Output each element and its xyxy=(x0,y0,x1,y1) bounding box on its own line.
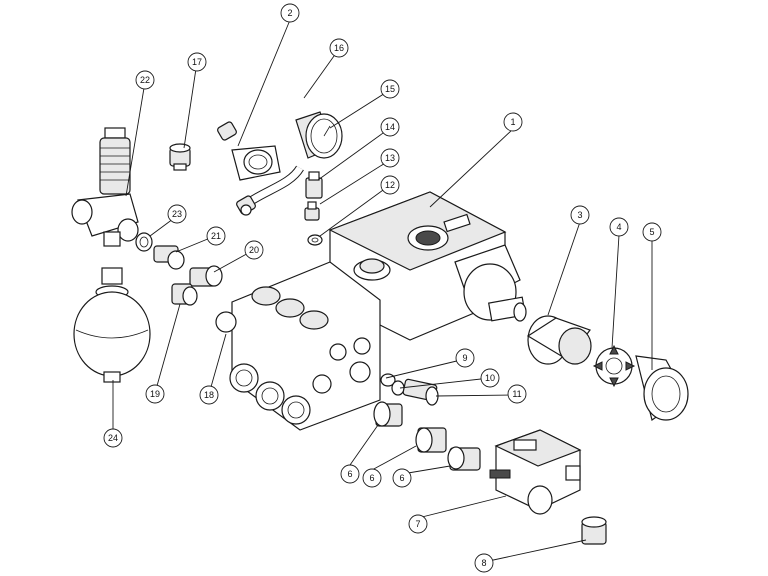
fitting-part-6a xyxy=(373,401,403,427)
svg-text:18: 18 xyxy=(204,390,214,400)
callout-3: 3 xyxy=(570,205,590,225)
fitting-part-6b xyxy=(415,427,447,453)
callout-5: 5 xyxy=(642,222,662,242)
fitting-part-21 xyxy=(153,245,185,270)
svg-text:6: 6 xyxy=(347,469,352,479)
svg-text:8: 8 xyxy=(481,558,486,568)
callout-17: 17 xyxy=(187,52,207,72)
svg-text:3: 3 xyxy=(577,210,582,220)
callouts: 1 2 3 4 5 6 6 6 7 8 9 10 11 12 13 14 15 … xyxy=(103,3,662,573)
svg-text:6: 6 xyxy=(369,473,374,483)
callout-18: 18 xyxy=(199,385,219,405)
callout-15: 15 xyxy=(380,79,400,99)
callout-13: 13 xyxy=(380,148,400,168)
callout-24: 24 xyxy=(103,428,123,448)
hose-part xyxy=(217,95,329,216)
svg-text:24: 24 xyxy=(108,433,118,443)
pump-manifold-part xyxy=(215,261,381,431)
coupling-hub-part-5 xyxy=(635,355,689,421)
callout-2: 2 xyxy=(280,3,300,23)
callout-4: 4 xyxy=(609,217,629,237)
callout-11: 11 xyxy=(507,384,527,404)
fitting-part-8 xyxy=(581,516,607,545)
svg-text:19: 19 xyxy=(150,389,160,399)
svg-text:23: 23 xyxy=(172,209,182,219)
callout-22: 22 xyxy=(135,70,155,90)
svg-text:6: 6 xyxy=(399,473,404,483)
callout-20: 20 xyxy=(244,240,264,260)
fitting-part-14 xyxy=(305,171,323,199)
coupling-part-3 xyxy=(526,315,592,365)
svg-text:2: 2 xyxy=(287,8,292,18)
unloader-valve-part xyxy=(71,127,139,247)
callout-23: 23 xyxy=(167,204,187,224)
callout-19: 19 xyxy=(145,384,165,404)
o-ring-part-23 xyxy=(135,232,153,252)
callout-7: 7 xyxy=(408,514,428,534)
svg-text:1: 1 xyxy=(510,117,515,127)
fitting-part-6c xyxy=(447,446,481,471)
fitting-part-20 xyxy=(189,265,223,287)
mounting-bracket-part xyxy=(231,145,281,181)
svg-text:14: 14 xyxy=(385,122,395,132)
callout-6b: 6 xyxy=(362,468,382,488)
fitting-part-13 xyxy=(304,201,320,221)
svg-text:20: 20 xyxy=(249,245,259,255)
callout-16: 16 xyxy=(329,38,349,58)
callout-6a: 6 xyxy=(340,464,360,484)
svg-text:17: 17 xyxy=(192,57,202,67)
svg-text:4: 4 xyxy=(616,222,621,232)
svg-text:13: 13 xyxy=(385,153,395,163)
svg-text:16: 16 xyxy=(334,43,344,53)
accumulator-part xyxy=(73,267,151,383)
callout-6c: 6 xyxy=(392,468,412,488)
callout-9: 9 xyxy=(455,348,475,368)
callout-12: 12 xyxy=(380,175,400,195)
callout-14: 14 xyxy=(380,117,400,137)
callout-8: 8 xyxy=(474,553,494,573)
svg-text:9: 9 xyxy=(462,353,467,363)
fitting-part-11 xyxy=(402,378,439,406)
svg-text:10: 10 xyxy=(485,373,495,383)
svg-text:5: 5 xyxy=(649,227,654,237)
spider-part-4 xyxy=(592,344,636,388)
svg-text:7: 7 xyxy=(415,519,420,529)
washer-part-12 xyxy=(307,234,323,246)
svg-text:22: 22 xyxy=(140,75,150,85)
pressure-gauge-part xyxy=(295,111,343,159)
svg-text:12: 12 xyxy=(385,180,395,190)
callout-10: 10 xyxy=(480,368,500,388)
callout-1: 1 xyxy=(503,112,523,132)
plug-part-19 xyxy=(171,283,198,306)
callout-21: 21 xyxy=(206,226,226,246)
svg-text:15: 15 xyxy=(385,84,395,94)
svg-text:21: 21 xyxy=(211,231,221,241)
solenoid-valve-part xyxy=(489,429,582,515)
fitting-part-17 xyxy=(169,143,191,171)
svg-text:11: 11 xyxy=(512,389,521,399)
